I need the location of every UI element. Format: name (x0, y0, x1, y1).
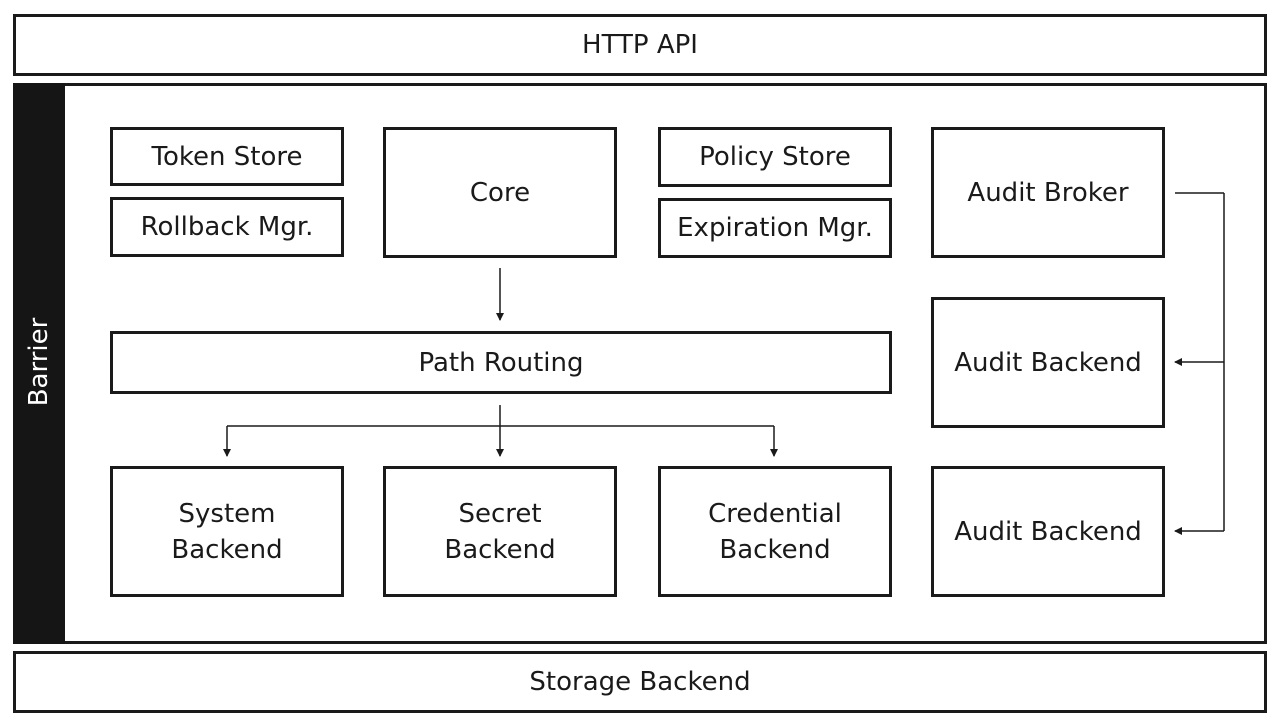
token-store-box: Token Store (110, 127, 344, 186)
audit-backend-box-2: Audit Backend (931, 466, 1165, 597)
policy-store-box: Policy Store (658, 127, 892, 187)
http-api-label: HTTP API (582, 30, 698, 60)
policy-store-label: Policy Store (699, 142, 851, 172)
http-api-layer: HTTP API (13, 14, 1267, 76)
audit-backend-box-1: Audit Backend (931, 297, 1165, 428)
audit-backend-label-2: Audit Backend (954, 516, 1142, 547)
rollback-mgr-box: Rollback Mgr. (110, 197, 344, 257)
expiration-mgr-label: Expiration Mgr. (677, 213, 873, 243)
secret-backend-label-line-2: Backend (444, 534, 556, 565)
storage-backend-layer: Storage Backend (13, 651, 1267, 713)
credential-backend-label-line-2: Backend (719, 534, 831, 565)
core-label: Core (469, 177, 531, 208)
system-backend-box: System Backend (110, 466, 344, 597)
system-backend-label-line-2: Backend (171, 534, 283, 565)
audit-backend-label-1: Audit Backend (954, 347, 1142, 378)
rollback-mgr-label: Rollback Mgr. (140, 212, 314, 242)
audit-broker-box: Audit Broker (931, 127, 1165, 258)
secret-backend-box: Secret Backend (383, 466, 617, 597)
storage-backend-label: Storage Backend (529, 667, 751, 697)
core-box: Core (383, 127, 617, 258)
credential-backend-label-line-1: Credential (708, 498, 842, 529)
path-routing-box: Path Routing (110, 331, 892, 394)
barrier-band (13, 83, 65, 644)
system-backend-label-line-1: System (178, 498, 276, 529)
expiration-mgr-box: Expiration Mgr. (658, 198, 892, 258)
audit-broker-label: Audit Broker (967, 177, 1129, 208)
credential-backend-box: Credential Backend (658, 466, 892, 597)
path-routing-label: Path Routing (418, 347, 584, 378)
secret-backend-label-line-1: Secret (458, 498, 542, 529)
token-store-label: Token Store (151, 141, 303, 172)
